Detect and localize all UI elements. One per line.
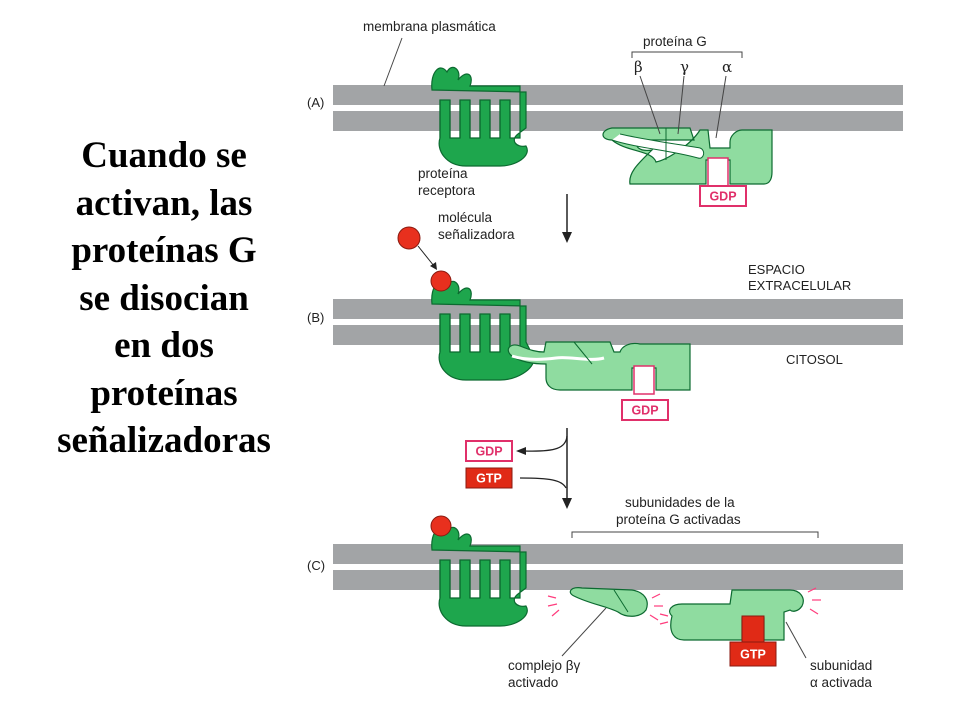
membrane-inner-layer — [333, 325, 903, 345]
panel-a-label: (A) — [307, 95, 324, 110]
slide-title: Cuando se activan, las proteínas G se di… — [30, 132, 298, 465]
g-protein-bracket — [631, 51, 743, 58]
g-protein: GDP — [507, 341, 691, 421]
subunit-alpha-label-line2: α activada — [810, 675, 872, 690]
membrane-label: membrana plasmática — [363, 19, 496, 34]
receptor-label-line1: proteína — [418, 166, 468, 181]
title-line: proteínas G — [71, 230, 257, 271]
gdp-box — [465, 440, 513, 462]
gdp-label: GDP — [631, 404, 658, 418]
membrane-outer-layer — [333, 544, 903, 564]
title-line: activan, las — [75, 182, 253, 224]
beta-gamma-complex — [547, 587, 663, 621]
g-protein-label: proteína G — [643, 34, 707, 49]
extracellular-label-line1: ESPACIO — [748, 262, 805, 277]
signal-molecule — [397, 226, 421, 250]
complex-label-line2: activado — [508, 675, 558, 690]
subunits-label-line2: proteína G activadas — [616, 512, 741, 527]
receptor-protein — [431, 66, 528, 167]
panel-b: (B) molécula señalizadora GDP ESPACIO EX… — [307, 210, 903, 421]
panel-b-label: (B) — [307, 310, 324, 325]
gamma-label: γ — [680, 58, 689, 76]
extracellular-label-line2: EXTRACELULAR — [748, 278, 851, 293]
gdp-label: GDP — [709, 190, 736, 204]
activation-rays — [659, 587, 821, 625]
gtp-label: GTP — [740, 648, 766, 662]
title-line: señalizadoras — [57, 420, 271, 461]
activation-rays — [547, 593, 663, 621]
gdp-box — [621, 399, 669, 421]
membrane-inner-layer — [333, 111, 903, 131]
signal-label-line1: molécula — [438, 210, 493, 225]
subunit-alpha-label-line1: subunidad — [810, 658, 872, 673]
title-line: en dos — [114, 325, 214, 366]
bound-signal-molecule — [430, 270, 452, 292]
membrane-inner-layer — [333, 570, 903, 590]
title-line: Cuando se — [81, 135, 247, 176]
receptor-protein — [430, 270, 535, 381]
gtp-label: GTP — [476, 472, 502, 486]
nucleotide-exchange: GDP GTP — [465, 428, 572, 509]
gdp-label: GDP — [475, 445, 502, 459]
g-protein: GDP — [602, 127, 773, 207]
panel-a: (A) GDP membrana plasmática proteína G β… — [307, 19, 903, 207]
beta-label: β — [634, 58, 643, 76]
alpha-subunit-shape — [669, 589, 804, 641]
signal-arrow — [417, 245, 435, 267]
g-protein-shape — [507, 341, 691, 391]
subunits-label-line1: subunidades de la — [625, 495, 735, 510]
beta-gamma-shape — [569, 587, 648, 617]
title-line: se disocian — [79, 277, 249, 319]
membrane-outer-layer — [333, 85, 903, 105]
gdp-box — [699, 185, 747, 207]
alpha-label: α — [722, 58, 732, 76]
panel-c-label: (C) — [307, 558, 325, 573]
signal-label-line2: señalizadora — [438, 227, 515, 242]
subunits-bracket — [571, 531, 819, 538]
membrane-outer-layer — [333, 299, 903, 319]
receptor-protein — [430, 515, 528, 627]
gtp-box — [465, 467, 513, 489]
title-line: proteínas — [90, 372, 238, 414]
gtp-box — [729, 641, 777, 667]
cytosol-label: CITOSOL — [786, 352, 843, 367]
g-protein-groove — [611, 133, 705, 159]
receptor-label-line2: receptora — [418, 183, 476, 198]
complex-label-line1: complejo βγ — [508, 658, 581, 673]
membrane-pointer — [383, 37, 403, 87]
alpha-subunit: GTP — [659, 587, 821, 667]
bound-signal-molecule — [430, 515, 452, 537]
panel-c: (C) GTP — [307, 495, 903, 690]
